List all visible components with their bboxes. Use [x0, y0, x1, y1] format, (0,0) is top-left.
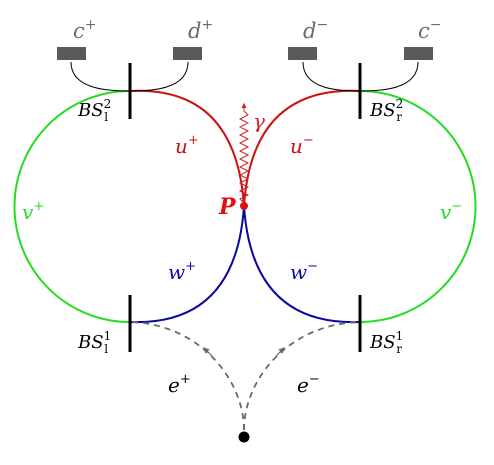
label-bs-l1: BS1l [77, 329, 111, 356]
arrow-e-plus [205, 349, 212, 356]
label-point-p: P [218, 194, 237, 220]
label-u-minus: u− [290, 133, 314, 158]
detector-c-plus [57, 47, 86, 60]
label-c-plus: c+ [73, 17, 97, 43]
label-d-plus: d+ [188, 17, 213, 43]
label-v-minus: v− [440, 199, 462, 224]
label-d-minus: d− [303, 17, 328, 43]
label-bs-r1: BS1r [369, 329, 403, 356]
label-e-minus: e− [297, 372, 320, 397]
source-point [239, 432, 250, 443]
label-u-plus: u+ [175, 133, 199, 158]
label-bs-l2: BS2l [77, 97, 111, 124]
label-c-minus: c− [418, 17, 442, 43]
detector-c-minus [404, 47, 433, 60]
point-p-dot [240, 202, 248, 210]
label-gamma: γ [253, 109, 265, 133]
detector-d-plus [173, 47, 202, 60]
label-bs-r2: BS2r [369, 97, 403, 124]
label-e-plus: e+ [168, 372, 191, 397]
detector-d-minus [288, 47, 317, 60]
label-w-plus: w+ [168, 259, 196, 284]
label-w-minus: w− [290, 259, 318, 284]
label-v-plus: v+ [22, 199, 44, 224]
